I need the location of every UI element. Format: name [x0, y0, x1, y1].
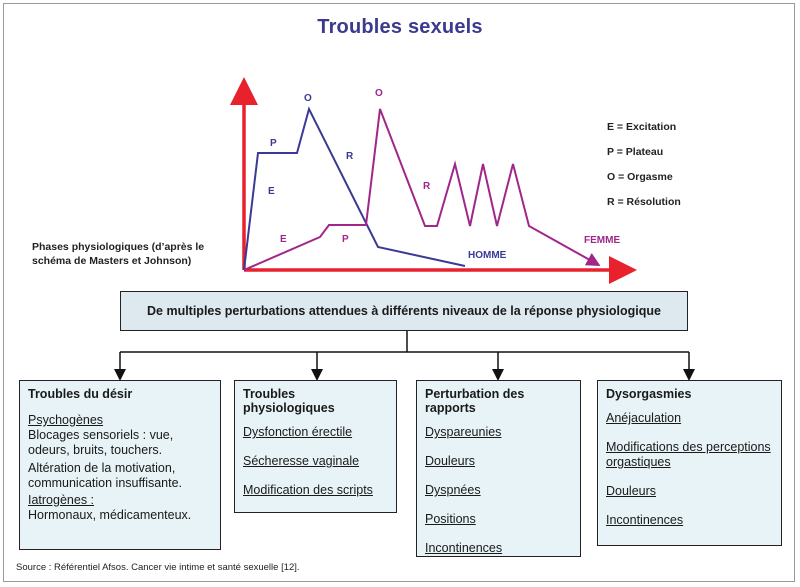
list-item: Dyspareunies: [425, 425, 502, 439]
legend-resolution: R = Résolution: [607, 196, 681, 208]
femme-label-o: O: [375, 88, 383, 99]
femme-label-e: E: [280, 234, 287, 245]
box-perturbation-rapports: Perturbation des rapports Dyspareunies D…: [416, 380, 581, 557]
list-item: Incontinences: [425, 541, 503, 555]
list-item: Incontinences: [606, 513, 684, 527]
list-item: Modifications des perceptions orgastique…: [606, 440, 771, 469]
femme-label-r: R: [423, 181, 431, 192]
femme-label-p: P: [342, 234, 349, 245]
psychogenes-label: Psychogènes: [28, 413, 104, 427]
homme-label-e: E: [268, 186, 275, 197]
box-title: Dysorgasmies: [606, 387, 692, 401]
curve-femme: [243, 108, 601, 271]
homme-name: HOMME: [468, 250, 507, 261]
figure-frame: [3, 3, 795, 582]
source-caption: Source : Référentiel Afsos. Cancer vie i…: [16, 562, 300, 573]
psychogenes-text-1: Blocages sensoriels : vue, odeurs, bruit…: [28, 428, 174, 458]
box-troubles-physiologiques: Troubles physiologiques Dysfonction érec…: [234, 380, 397, 513]
list-item: Sécheresse vaginale: [243, 454, 360, 468]
legend-excitation: E = Excitation: [607, 121, 677, 133]
legend-orgasme: O = Orgasme: [607, 171, 673, 183]
phase-caption: Phases physiologiques (d’après le schéma…: [32, 241, 205, 268]
list-item: Douleurs: [425, 454, 476, 468]
curve-homme: [243, 106, 466, 271]
femme-name: FEMME: [584, 235, 620, 246]
homme-label-r: R: [346, 151, 354, 162]
homme-label-p: P: [270, 138, 277, 149]
list-item: Positions: [425, 512, 476, 526]
list-item: Modification des scripts: [243, 483, 373, 497]
psychogenes-text-2: Altération de la motivation, communicati…: [28, 460, 183, 490]
legend-plateau: P = Plateau: [607, 146, 664, 158]
homme-label-o: O: [304, 93, 312, 104]
main-box: De multiples perturbations attendues à d…: [120, 291, 688, 331]
figure-title: Troubles sexuels: [317, 16, 483, 38]
box-dysorgasmies: Dysorgasmies Anéjaculation Modifications…: [597, 380, 782, 546]
box-title: Troubles du désir: [28, 387, 133, 401]
list-item: Anéjaculation: [606, 411, 682, 425]
legend: E = Excitation P = Plateau O = Orgasme R…: [607, 121, 681, 221]
list-item: Dyspnées: [425, 483, 481, 497]
list-item: Douleurs: [606, 484, 657, 498]
iatrogenes-text: Hormonaux, médicamenteux.: [28, 508, 192, 522]
iatrogenes-label: Iatrogènes :: [28, 493, 95, 507]
box-title: Perturbation des rapports: [425, 387, 525, 415]
box-troubles-desir: Troubles du désir Psychogènes Blocages s…: [19, 380, 221, 550]
list-item: Dysfonction érectile: [243, 425, 353, 439]
box-title: Troubles physiologiques: [243, 387, 335, 415]
